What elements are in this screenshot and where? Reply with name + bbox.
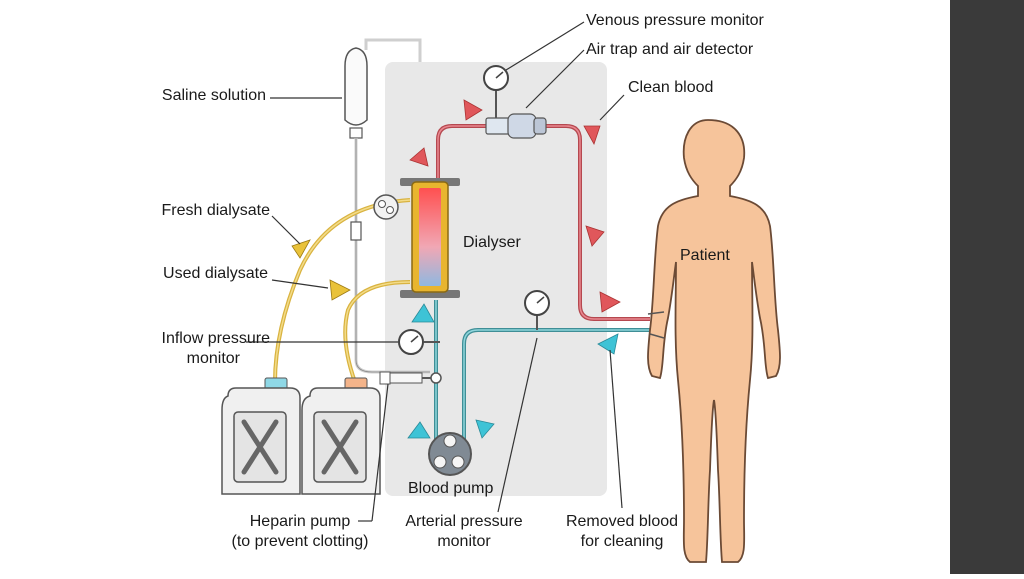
flow-arrow-removed [597,333,619,355]
label-inflow-pressure-monitor: Inflow pressure monitor [110,329,271,369]
label-inflow-line-2: monitor [186,350,240,367]
label-arterial-line-2: monitor [437,533,491,550]
label-removed-line-1: Removed blood [565,513,679,530]
saline-hanger [364,38,422,62]
flow-arrow-clean [599,291,621,313]
label-patient: Patient [680,247,730,264]
patient-silhouette [647,119,781,563]
dialysate-pump [373,194,399,220]
air-trap [485,113,547,139]
label-heparin-line-1: Heparin pump [249,513,351,530]
label-heparin-line-2: (to prevent clotting) [231,533,369,550]
blood-pump [428,432,472,476]
label-arterial-pressure-monitor: Arterial pressure monitor [394,512,534,552]
fresh-dialysate-container [221,377,301,495]
dialyser [400,178,460,298]
label-fresh-dialysate: Fresh dialysate [161,202,271,219]
arterial-pressure-gauge [524,290,550,330]
flow-arrow-clean [463,99,483,121]
used-dialysate-container [301,377,381,495]
machine-panel [385,62,607,496]
label-clean-blood: Clean blood [628,79,714,96]
flow-arrow-removed [407,421,431,439]
cannula [647,311,665,339]
flow-arrow-clean [583,125,601,145]
venous-pressure-gauge [483,65,509,118]
label-removed-blood: Removed blood for cleaning [556,512,688,552]
label-air-trap: Air trap and air detector [586,41,754,58]
heparin-syringe [379,371,442,385]
flow-arrow-removed [475,419,495,439]
flow-arrow-clean [585,225,605,247]
label-used-dialysate: Used dialysate [163,265,268,282]
saline-bag [344,47,368,126]
label-saline-solution: Saline solution [161,87,266,104]
flow-arrow-dialysate [329,279,351,301]
label-venous-pressure-monitor: Venous pressure monitor [586,12,764,29]
saline-clamp [350,221,362,241]
label-dialyser: Dialyser [463,234,521,251]
flow-arrow-dialysate [291,239,311,259]
label-inflow-line-1: Inflow pressure [161,330,271,347]
inflow-pressure-gauge [398,329,440,355]
saline-cap [349,127,363,139]
flow-arrow-removed [411,303,435,323]
leader-lines [246,21,625,522]
flow-arrow-clean [409,147,429,167]
label-blood-pump: Blood pump [408,480,494,497]
label-arterial-line-1: Arterial pressure [405,513,523,530]
label-heparin-pump: Heparin pump (to prevent clotting) [210,512,390,552]
side-bar [950,0,1024,574]
label-removed-line-2: for cleaning [580,533,664,550]
